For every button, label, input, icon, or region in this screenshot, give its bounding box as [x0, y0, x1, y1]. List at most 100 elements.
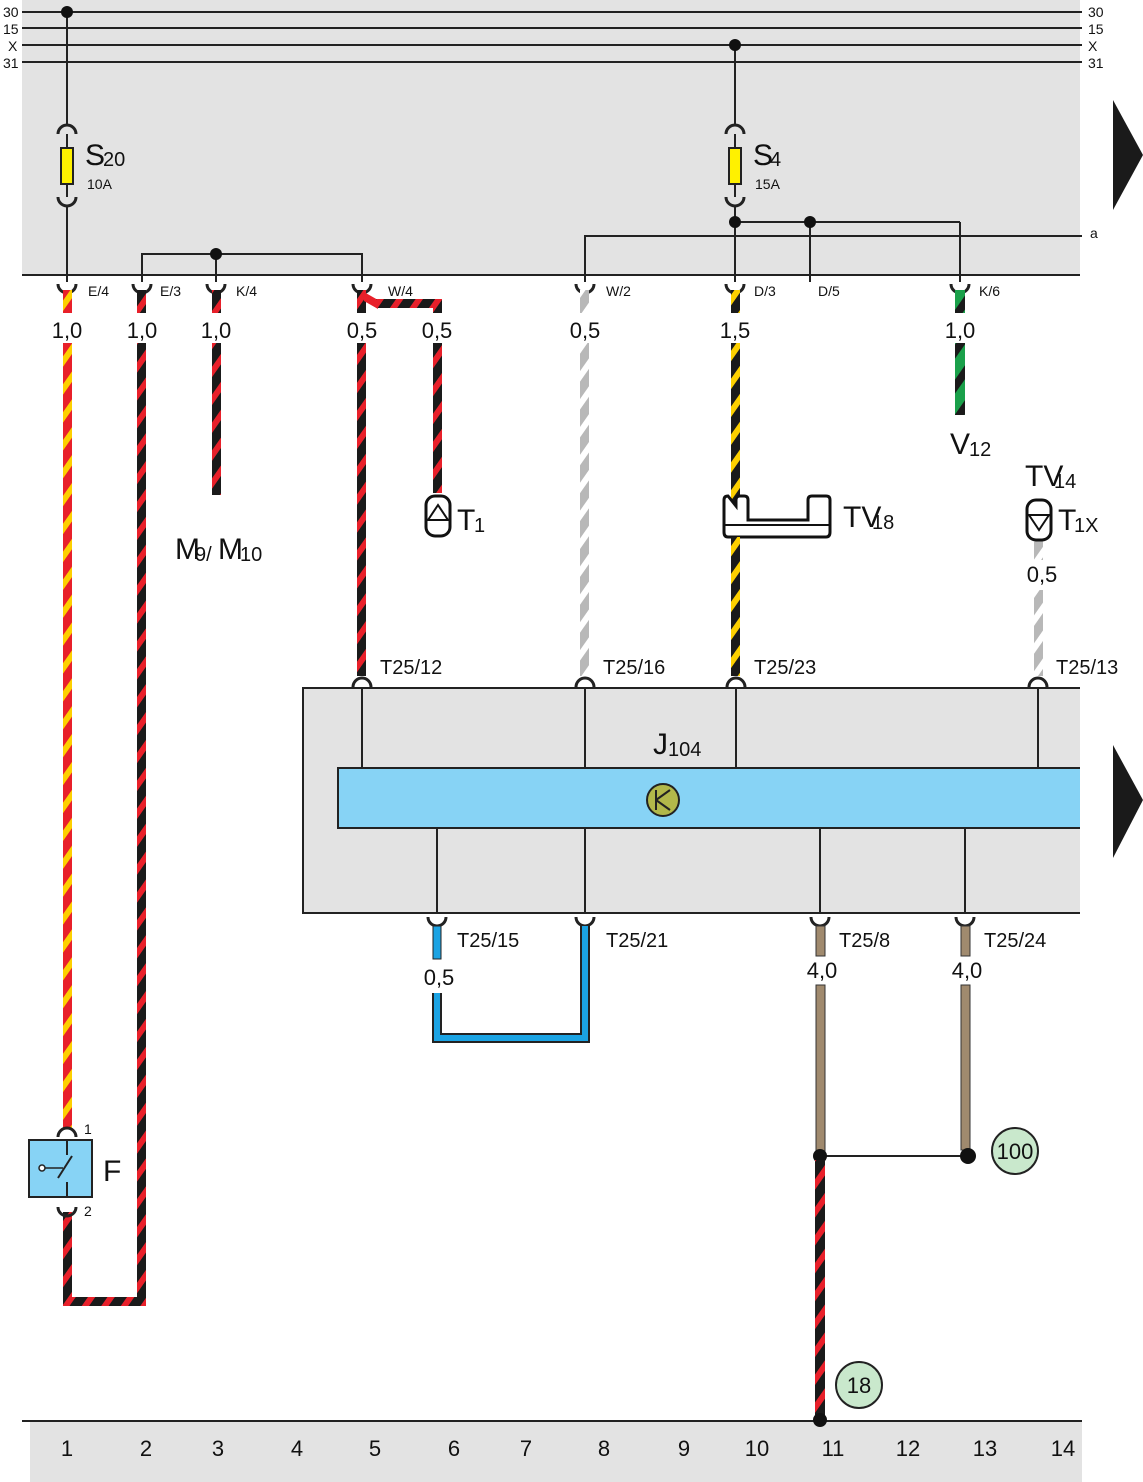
svg-text:9/: 9/ — [195, 544, 212, 566]
wire-col14-grey-white — [1034, 540, 1043, 676]
svg-text:T25/12: T25/12 — [380, 657, 442, 679]
bus-labels-left: 30 15 X 31 — [3, 4, 19, 71]
svg-text:D/5: D/5 — [818, 283, 840, 299]
bus-tap-a-label: a — [1090, 225, 1098, 241]
svg-text:4,0: 4,0 — [807, 958, 838, 983]
svg-text:0,5: 0,5 — [1027, 562, 1058, 587]
svg-text:2: 2 — [84, 1203, 92, 1219]
connector-tv18: TV 18 — [722, 494, 894, 676]
svg-text:T25/13: T25/13 — [1056, 657, 1118, 679]
svg-text:20: 20 — [103, 149, 125, 171]
wire-brown — [813, 925, 976, 1164]
svg-text:10: 10 — [745, 1436, 769, 1461]
module-pin-labels-bottom: T25/15 T25/21 T25/8 T25/24 — [457, 930, 1046, 952]
svg-text:4: 4 — [291, 1436, 303, 1461]
svg-text:104: 104 — [668, 739, 701, 761]
svg-text:30: 30 — [3, 4, 19, 20]
column-strip — [30, 1422, 1082, 1482]
svg-text:1,0: 1,0 — [945, 318, 976, 343]
svg-text:10A: 10A — [87, 176, 113, 192]
svg-text:8: 8 — [598, 1436, 610, 1461]
svg-text:S: S — [85, 139, 105, 172]
svg-text:T25/21: T25/21 — [606, 930, 668, 952]
connector-labels: E/4 E/3 K/4 W/4 W/2 D/3 D/5 K/6 — [88, 283, 1000, 299]
wire-blue-loop — [432, 925, 590, 1043]
svg-text:6: 6 — [448, 1436, 460, 1461]
svg-text:18: 18 — [847, 1373, 871, 1398]
svg-text:1X: 1X — [1074, 515, 1098, 537]
panel-junctions — [61, 6, 816, 260]
module-pin-cups-top — [351, 676, 1049, 688]
svg-text:X: X — [8, 38, 18, 54]
svg-text:7: 7 — [520, 1436, 532, 1461]
wire-col12-green-black — [955, 290, 965, 415]
svg-text:0,5: 0,5 — [347, 318, 378, 343]
component-v12-label: V 12 — [950, 428, 991, 461]
svg-text:4,0: 4,0 — [952, 958, 983, 983]
switch-f: 1 2 F — [28, 1121, 121, 1219]
fuse-s20: S 20 10A — [56, 123, 125, 208]
svg-text:K/6: K/6 — [979, 283, 1000, 299]
svg-text:1: 1 — [84, 1121, 92, 1137]
control-module-j104: J 104 — [302, 687, 1080, 914]
svg-text:M: M — [218, 533, 243, 566]
svg-text:E/3: E/3 — [160, 283, 181, 299]
ground-point-18: 18 — [835, 1361, 883, 1409]
svg-text:F: F — [103, 1155, 121, 1188]
svg-text:M: M — [175, 533, 200, 566]
transistor-icon — [646, 783, 680, 817]
svg-text:4: 4 — [770, 149, 781, 171]
wire-col5-black-red — [357, 290, 442, 676]
svg-text:15: 15 — [3, 21, 19, 37]
svg-text:15: 15 — [1088, 21, 1104, 37]
component-m9-m10-label: M 9/ M 10 — [175, 533, 262, 566]
svg-text:12: 12 — [969, 439, 991, 461]
svg-text:18: 18 — [872, 512, 894, 534]
svg-text:T: T — [1058, 504, 1076, 537]
svg-text:1: 1 — [61, 1436, 73, 1461]
bus-lines — [22, 11, 1082, 276]
svg-text:0,5: 0,5 — [424, 965, 455, 990]
connector-tv14-t1x: TV 14 T 1X — [1025, 460, 1098, 542]
module-pin-cups-bottom — [426, 916, 976, 928]
svg-text:V: V — [950, 428, 970, 461]
fuse-s4: S 4 15A — [724, 123, 781, 208]
svg-text:J: J — [653, 728, 668, 761]
svg-text:31: 31 — [3, 55, 19, 71]
svg-text:0,5: 0,5 — [570, 318, 601, 343]
svg-text:1,0: 1,0 — [127, 318, 158, 343]
svg-text:2: 2 — [140, 1436, 152, 1461]
wire-col11-black-red — [813, 1160, 827, 1427]
svg-text:1,0: 1,0 — [201, 318, 232, 343]
wire-gauge-labels: 1,0 1,0 1,0 0,5 0,5 0,5 1,5 1,0 0,5 0,5 … — [52, 318, 1058, 990]
fuse-panel — [22, 0, 1080, 275]
ground-point-100: 100 — [991, 1127, 1039, 1175]
svg-text:W/2: W/2 — [606, 283, 631, 299]
svg-text:15A: 15A — [755, 176, 781, 192]
svg-text:TV: TV — [843, 501, 881, 534]
svg-text:T25/8: T25/8 — [839, 930, 890, 952]
wire-col1-red-yellow — [63, 290, 72, 1128]
svg-text:100: 100 — [997, 1139, 1034, 1164]
svg-text:T25/24: T25/24 — [984, 930, 1046, 952]
svg-text:T: T — [457, 504, 475, 537]
svg-text:30: 30 — [1088, 4, 1104, 20]
svg-text:T25/23: T25/23 — [754, 657, 816, 679]
svg-text:3: 3 — [212, 1436, 224, 1461]
bus-labels-right: 30 15 X 31 — [1088, 4, 1104, 71]
svg-text:10: 10 — [240, 544, 262, 566]
svg-text:1,0: 1,0 — [52, 318, 83, 343]
svg-text:31: 31 — [1088, 55, 1104, 71]
svg-text:T25/16: T25/16 — [603, 657, 665, 679]
svg-text:14: 14 — [1054, 471, 1076, 493]
svg-text:1: 1 — [474, 515, 485, 537]
continuation-arrow-top — [1113, 100, 1143, 210]
column-numbers: 1 2 3 4 5 6 7 8 9 10 11 12 13 14 — [61, 1436, 1075, 1461]
wire-col3-black-red — [212, 290, 221, 495]
module-pin-labels-top: T25/12 T25/16 T25/23 T25/13 — [380, 657, 1118, 679]
svg-text:14: 14 — [1051, 1436, 1075, 1461]
svg-text:S: S — [753, 139, 773, 172]
svg-text:T25/15: T25/15 — [457, 930, 519, 952]
wire-col8-grey-white — [580, 290, 589, 676]
